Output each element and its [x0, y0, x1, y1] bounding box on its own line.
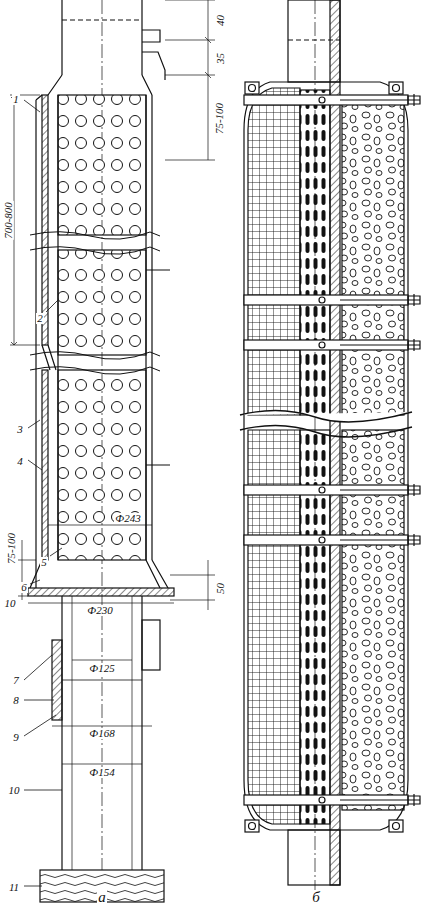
callout-number: 11 [8, 882, 20, 893]
clamp-bolt [340, 339, 420, 351]
callout-number: 6 [20, 582, 28, 593]
dimension: Ф230 [86, 605, 113, 616]
callout-number: 5 [40, 557, 48, 568]
dimension: Ф168 [88, 728, 115, 739]
dimension: Ф243 [114, 513, 141, 524]
dimension: Ф125 [88, 663, 115, 674]
filter-a [10, 0, 215, 902]
dimension: 50 [215, 582, 226, 595]
rivet [319, 297, 325, 303]
filter-b [240, 0, 420, 890]
rivet [319, 342, 325, 348]
rivet [319, 797, 325, 803]
dimension: 700-800 [3, 201, 14, 240]
end-lug-hole [393, 85, 400, 92]
clamp-bolt [340, 534, 420, 546]
rivet [319, 537, 325, 543]
callout-number: 3 [16, 424, 24, 435]
clamp-bolt [340, 94, 420, 106]
clamp-bolt [340, 294, 420, 306]
clamp-bolt [340, 484, 420, 496]
callout-number: 2 [36, 313, 44, 324]
end-lug-hole [249, 823, 256, 830]
end-lug [245, 820, 259, 832]
callout-number: 10 [8, 785, 21, 796]
dimension: 10 [4, 598, 17, 609]
dimension: 35 [215, 52, 226, 65]
end-lug-hole [393, 823, 400, 830]
clamp-bolt [340, 794, 420, 806]
callout-number: 4 [16, 456, 24, 467]
callout-number: 7 [12, 675, 20, 686]
dimension: Ф154 [88, 767, 115, 778]
end-lug [245, 82, 259, 94]
callout-number: 1 [12, 94, 20, 105]
dimension: 40 [215, 14, 226, 27]
dimension: 75-100 [7, 531, 18, 564]
end-lug [389, 82, 403, 94]
callout-number: 8 [12, 695, 20, 706]
end-lug-hole [249, 85, 256, 92]
end-lug [389, 820, 403, 832]
figure-letter: а [97, 890, 107, 905]
rivet [319, 97, 325, 103]
callout-number: 9 [12, 732, 20, 743]
dimension: 75-100 [214, 101, 225, 134]
figure-letter: б [311, 890, 321, 905]
rivet [319, 487, 325, 493]
